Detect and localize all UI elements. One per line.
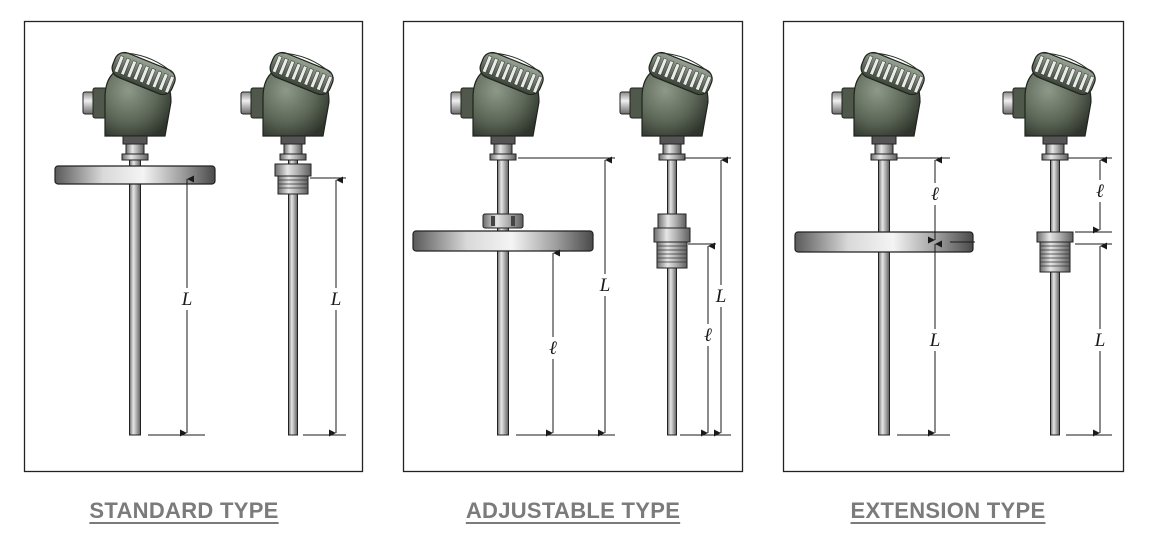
thermocouple-flange-icon [54,51,216,436]
dimension-label: ℓ [1096,181,1104,202]
thermocouple-flange-icon [794,51,974,436]
terminal-head [82,51,176,161]
sheath-tube [497,159,509,436]
panel-frame-adjustable [402,20,744,473]
caption-extension-type: EXTENSION TYPE [850,498,1046,523]
dimension-label: L [929,330,941,351]
flange-plate [794,231,974,253]
terminal-head [240,51,334,161]
caption-standard-type: STANDARD TYPE [89,498,279,523]
head-cap [648,51,713,96]
dimension-label: L [181,289,193,310]
thermocouple-flange-icon [412,51,594,436]
dimension-label: ℓ [931,184,939,205]
dimension-label: ℓ [549,338,557,359]
sheath-tube [878,159,890,436]
sheath-tube [129,159,141,436]
dimension-label: L [715,286,727,307]
panel-frame-extension [782,20,1125,473]
caption-adjustable-type: ADJUSTABLE TYPE [465,498,681,523]
thermocouple-thread-icon [619,51,713,436]
sheath-tube [1050,159,1060,436]
dimension-label: L [330,289,342,310]
thermocouple-thread-icon [240,51,334,436]
dimension-label: ℓ [704,325,712,346]
thread-fitting [1036,231,1074,273]
head-cap [1031,51,1096,96]
head-cap [479,51,544,96]
terminal-head [450,51,544,161]
dimension-label: L [1094,330,1106,351]
terminal-head [619,51,713,161]
sheath-tube [667,159,677,436]
flange-collar [482,213,524,229]
flange-plate [54,165,216,185]
thermocouple-thread-icon [1002,51,1096,436]
dimension-label: L [599,275,611,296]
flange-plate [412,230,594,252]
sheath-tube [288,159,298,436]
terminal-head [831,51,925,161]
thread-fitting [274,163,312,195]
head-cap [860,51,925,96]
adjustable-fitting [653,213,691,269]
head-cap [111,51,176,96]
head-cap [269,51,334,96]
panel-frame-standard [23,20,364,473]
terminal-head [1002,51,1096,161]
